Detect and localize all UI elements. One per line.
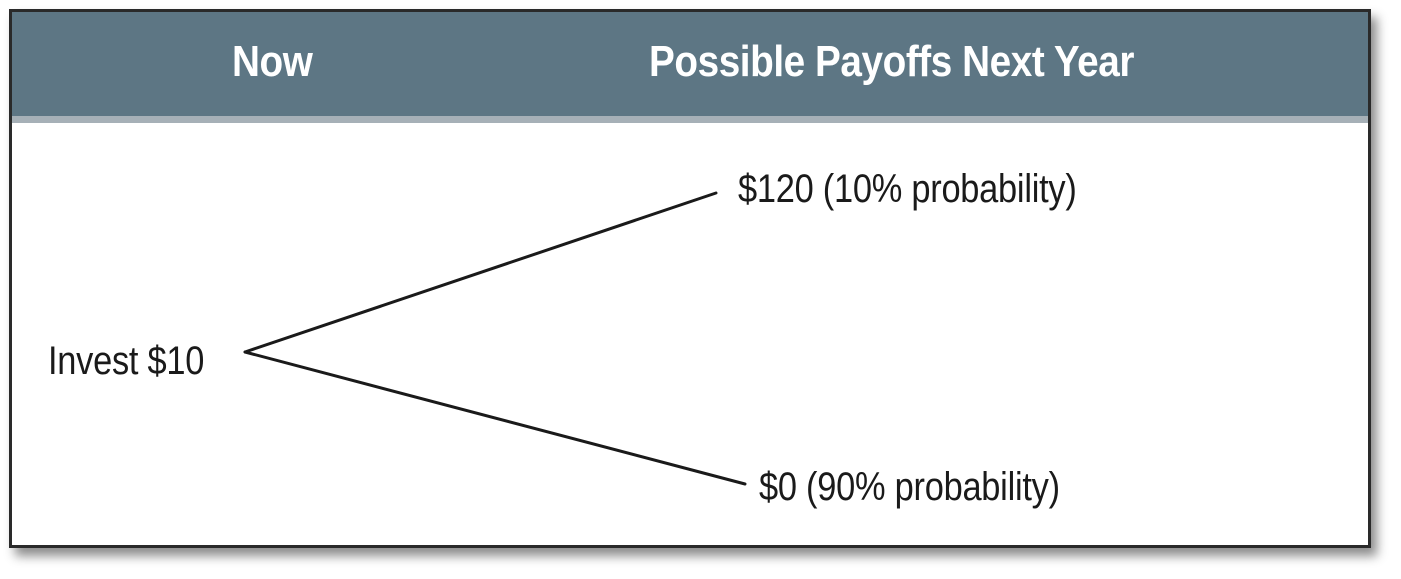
decision-tree	[243, 191, 747, 486]
root-node-label: Invest $10	[48, 339, 205, 383]
payoff-high-label: $120 (10% probability)	[738, 167, 1077, 211]
branch-line-down	[243, 350, 747, 486]
header-now-title: Now	[232, 37, 313, 86]
header-bar: Now Possible Payoffs Next Year	[12, 12, 1368, 123]
header-payoffs-title: Possible Payoffs Next Year	[649, 37, 1135, 86]
branch-line-up	[243, 191, 718, 354]
diagram-frame: Now Possible Payoffs Next Year Invest $1…	[9, 9, 1371, 548]
payoff-zero-label: $0 (90% probability)	[759, 465, 1060, 509]
